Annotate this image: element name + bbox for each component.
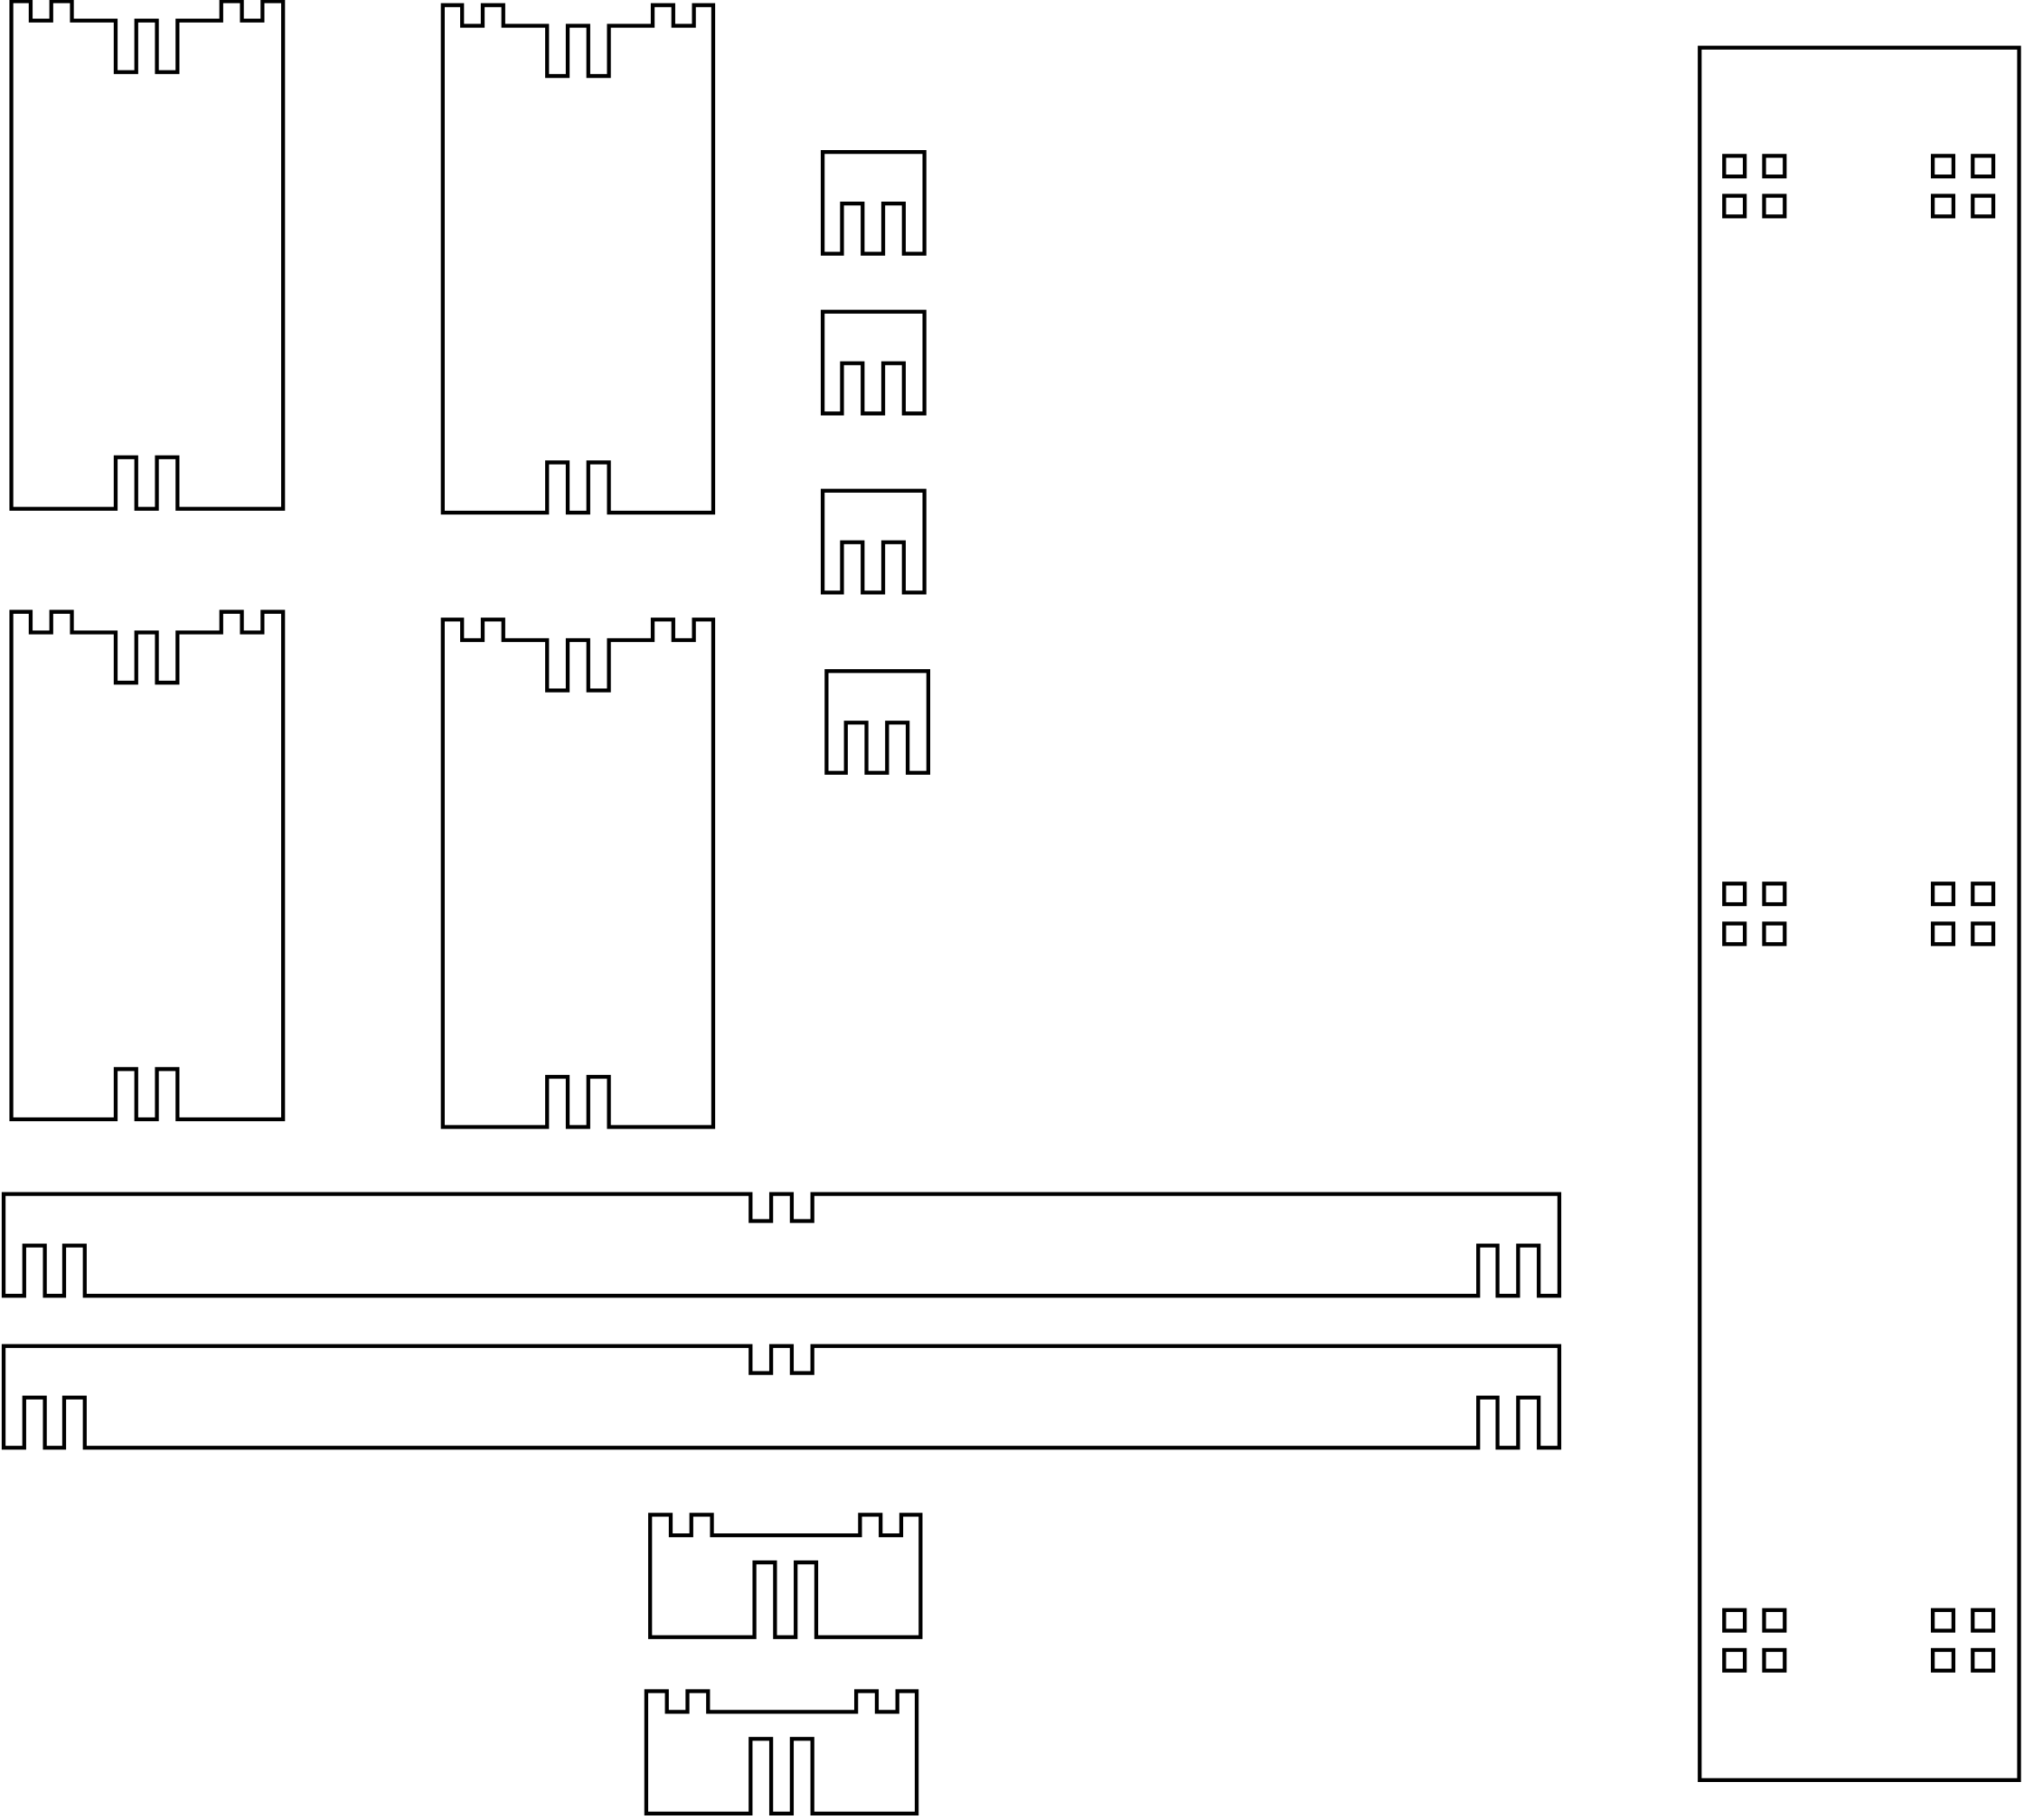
long-rail-1 — [1, 1192, 1562, 1298]
small-bracket-2 — [820, 309, 927, 416]
slot-hole — [1930, 921, 1956, 947]
slot-hole — [1971, 921, 1996, 947]
side-panel-3 — [9, 609, 286, 1122]
slot-hole — [1722, 154, 1747, 179]
slot-hole — [1762, 193, 1787, 219]
slot-hole — [1722, 882, 1747, 907]
slot-hole — [1722, 193, 1747, 219]
slot-hole — [1930, 193, 1956, 219]
small-bracket-4 — [824, 669, 931, 775]
long-rail-2 — [1, 1344, 1562, 1450]
slot-hole — [1762, 1647, 1787, 1673]
slot-hole — [1762, 1608, 1787, 1633]
small-bracket-3 — [820, 488, 927, 595]
slot-hole — [1930, 882, 1956, 907]
base-plate — [1698, 45, 2021, 1782]
slot-hole — [1762, 154, 1787, 179]
slot-hole — [1762, 882, 1787, 907]
cross-piece-2 — [644, 1689, 919, 1816]
slot-hole — [1971, 154, 1996, 179]
cross-piece-1 — [648, 1513, 923, 1639]
side-panel-2 — [440, 3, 716, 515]
side-panel-4 — [440, 618, 716, 1129]
slot-hole — [1930, 154, 1956, 179]
slot-hole — [1971, 1608, 1996, 1633]
slot-hole — [1971, 193, 1996, 219]
slot-hole — [1722, 921, 1747, 947]
slot-hole — [1722, 1647, 1747, 1673]
slot-hole — [1930, 1608, 1956, 1633]
slot-hole — [1971, 882, 1996, 907]
small-bracket-1 — [820, 149, 927, 256]
base-plate-outline — [1698, 45, 2021, 1782]
side-panel-1 — [9, 0, 286, 511]
slot-hole — [1971, 1647, 1996, 1673]
slot-hole — [1930, 1647, 1956, 1673]
slot-hole — [1762, 921, 1787, 947]
slot-hole — [1722, 1608, 1747, 1633]
